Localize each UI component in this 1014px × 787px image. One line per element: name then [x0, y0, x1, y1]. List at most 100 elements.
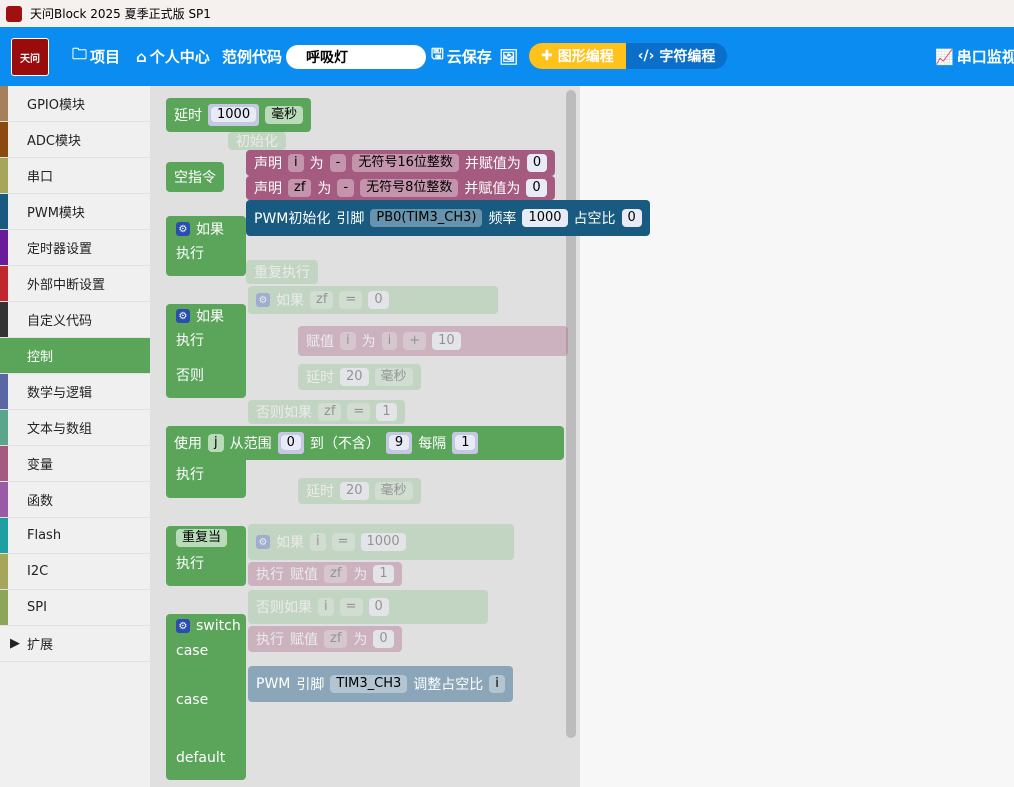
- pin-dropdown[interactable]: TIM3_CH3: [330, 675, 408, 693]
- sidebar-item[interactable]: 串口: [0, 158, 150, 194]
- sidebar-item[interactable]: PWM模块: [0, 194, 150, 230]
- do-row: 执行: [168, 242, 212, 264]
- delay-value-field[interactable]: 1000: [211, 107, 257, 122]
- sidebar-item[interactable]: 数学与逻辑: [0, 374, 150, 410]
- switch-label: switch: [196, 618, 241, 634]
- repeat-label: 重复执行: [254, 265, 310, 281]
- pin-dropdown[interactable]: PB0(TIM3_CH3): [370, 209, 483, 227]
- expand-triangle-icon: ▶: [10, 636, 20, 651]
- sidebar-item[interactable]: 函数: [0, 482, 150, 518]
- sidebar-item[interactable]: 文本与数组: [0, 410, 150, 446]
- sidebar-item-label: 串口: [27, 170, 54, 185]
- app-icon: [6, 5, 22, 22]
- type-dropdown[interactable]: 无符号8位整数: [360, 179, 459, 197]
- category-color-stripe: [0, 194, 8, 229]
- else-label: 否则: [176, 368, 204, 384]
- value-field[interactable]: 0: [526, 179, 547, 197]
- personal-label: 个人中心: [149, 48, 210, 66]
- duty-label: 占空比: [573, 211, 616, 227]
- switch-block[interactable]: [166, 614, 246, 780]
- sidebar-item[interactable]: 控制: [0, 338, 150, 374]
- freq-field[interactable]: 1000: [522, 209, 568, 227]
- case-label: case: [176, 692, 209, 708]
- sidebar-item[interactable]: I2C: [0, 554, 150, 590]
- op-dropdown: =: [339, 291, 363, 309]
- while-header: 重复当: [168, 527, 235, 549]
- sidebar-item[interactable]: 自定义代码: [0, 302, 150, 338]
- assign-label: 并赋值为: [464, 156, 521, 172]
- sidebar-item[interactable]: GPIO模块: [0, 86, 150, 122]
- sidebar-item[interactable]: 定时器设置: [0, 230, 150, 266]
- type-dropdown[interactable]: 无符号16位整数: [352, 154, 459, 172]
- var-dropdown[interactable]: i: [489, 675, 505, 693]
- sidebar-item-label: SPI: [27, 600, 47, 615]
- personal-center-button[interactable]: ⌂个人中心: [136, 27, 210, 86]
- gear-icon[interactable]: ⚙: [176, 222, 190, 236]
- do-row: 执行: [168, 552, 212, 574]
- step-field[interactable]: 1: [455, 435, 476, 450]
- pin-label: 引脚: [296, 677, 325, 693]
- flyout-scrollbar[interactable]: [566, 90, 576, 738]
- end-field[interactable]: 9: [388, 435, 410, 450]
- modifier-dropdown[interactable]: -: [337, 179, 355, 197]
- graphic-mode-tab[interactable]: ✚图形编程: [529, 43, 626, 69]
- cloud-save-button[interactable]: 🖫云保存: [431, 27, 492, 86]
- var: i: [381, 332, 398, 350]
- sidebar-item[interactable]: ▶扩展: [0, 626, 150, 662]
- delay: 延时: [306, 370, 334, 386]
- puzzle-icon: ✚: [541, 48, 553, 64]
- init-block: 初始化: [228, 132, 286, 150]
- category-color-stripe: [0, 590, 8, 625]
- num: 20: [340, 368, 369, 386]
- num: 1: [376, 403, 397, 421]
- gear-icon[interactable]: ⚙: [176, 619, 190, 633]
- sidebar-item-label: PWM模块: [27, 206, 85, 221]
- sidebar-item[interactable]: SPI: [0, 590, 150, 626]
- image-button[interactable]: 🖼: [499, 27, 518, 86]
- project-name-input[interactable]: [286, 45, 426, 69]
- examples-button[interactable]: 范例代码: [222, 27, 282, 86]
- logo-text: 天问: [20, 53, 40, 65]
- action-label: 调整占空比: [413, 677, 484, 693]
- modifier-dropdown[interactable]: -: [329, 154, 347, 172]
- sidebar-item-label: Flash: [27, 528, 62, 543]
- var-dropdown[interactable]: j: [208, 434, 224, 452]
- pwm-label: PWM: [256, 676, 291, 692]
- op: =: [331, 533, 355, 551]
- num: 0: [368, 598, 389, 616]
- if-header: ⚙如果: [168, 218, 232, 240]
- project-button[interactable]: 🗀项目: [72, 27, 120, 86]
- noop-block[interactable]: 空指令: [166, 162, 224, 192]
- code-mode-tab[interactable]: ‹/›字符编程: [626, 43, 728, 69]
- category-color-stripe: [0, 518, 8, 553]
- gear-icon[interactable]: ⚙: [176, 309, 190, 323]
- start-field[interactable]: 0: [280, 435, 301, 450]
- var-dropdown[interactable]: i: [288, 154, 304, 172]
- if: 如果: [276, 535, 304, 551]
- sidebar-item[interactable]: Flash: [0, 518, 150, 554]
- sidebar-item-label: 数学与逻辑: [27, 386, 93, 401]
- unit-dropdown[interactable]: 毫秒: [265, 106, 304, 124]
- value-field[interactable]: 0: [526, 154, 548, 172]
- duty-field[interactable]: 0: [621, 209, 642, 227]
- while-mode-dropdown[interactable]: 重复当: [176, 529, 228, 547]
- repeat-forever-block: 重复执行: [246, 260, 318, 284]
- sidebar-item[interactable]: 变量: [0, 446, 150, 482]
- var-dropdown[interactable]: zf: [288, 179, 312, 197]
- op: =: [339, 598, 363, 616]
- pwm-duty-block[interactable]: PWM 引脚 TIM3_CH3 调整占空比 i: [248, 666, 513, 702]
- sidebar-item[interactable]: 外部中断设置: [0, 266, 150, 302]
- from-label: 从范围: [229, 436, 272, 452]
- case-row: case: [168, 640, 216, 662]
- serial-monitor-button[interactable]: 📈串口监视: [935, 27, 1014, 86]
- use-label: 使用: [174, 436, 202, 452]
- sidebar-item[interactable]: ADC模块: [0, 122, 150, 158]
